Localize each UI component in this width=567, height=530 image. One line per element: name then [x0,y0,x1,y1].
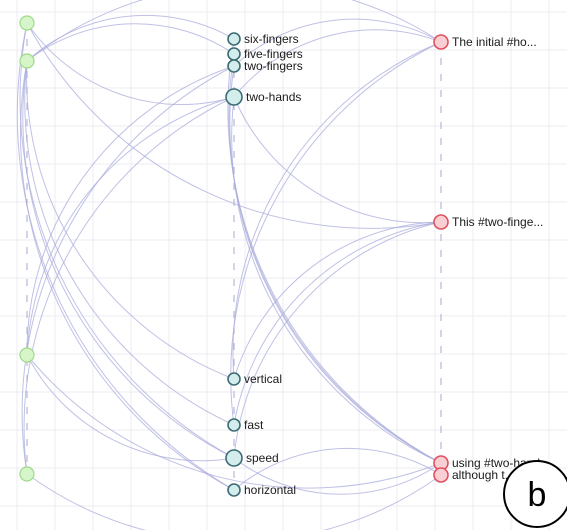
edge-L2-M7 [22,60,235,459]
edge-M2-R3 [228,53,442,464]
panel-badge: b [503,460,567,528]
edge-L2-M6 [24,60,235,426]
node-label-M8: horizontal [244,483,296,497]
panel-badge-circle [503,460,567,528]
node-R4[interactable] [433,467,449,483]
edge-L3-M7 [26,354,235,462]
edge-M4-R3 [231,96,442,464]
node-label-M4: two-hands [246,90,301,104]
edge-M3-R3 [229,65,442,464]
node-L2[interactable] [19,53,35,69]
edge-L3-M3 [26,65,235,356]
edge-L3-M4 [26,96,235,356]
node-label-R1: The initial #ho... [452,35,537,49]
node-label-M3: two-fingers [244,59,303,73]
edge-L1-M7 [19,22,235,459]
node-M5[interactable] [227,372,241,386]
panel-badge-label: b [528,476,547,514]
edge-L4-M3 [21,65,235,475]
node-L4[interactable] [19,466,35,482]
edge-L1-M8 [16,22,235,491]
node-label-R4: although t... [452,468,515,482]
column-axes [26,23,442,490]
edge-M7-R2 [233,221,442,459]
node-label-M1: six-fingers [244,32,299,46]
edge-L4-M4 [23,96,235,475]
node-label-M2: five-fingers [244,47,303,61]
edge-L2-M2 [26,23,235,62]
node-label-M6: fast [244,418,264,432]
node-M1[interactable] [227,32,241,46]
node-M2[interactable] [227,47,241,61]
edge-M8-R4 [233,447,442,491]
edge-M3-R1 [233,18,442,67]
node-label-R2: This #two-finge... [452,215,543,229]
node-L3[interactable] [19,347,35,363]
node-M7[interactable] [225,449,243,467]
edge-L2-M5 [26,60,235,380]
edge-M4-R1 [233,29,442,98]
edge-M4-R2 [233,96,442,224]
node-label-M5: vertical [244,372,282,386]
node-L1[interactable] [19,15,35,31]
edge-L2-R1 [26,0,442,62]
edge-L3-R3 [26,354,442,489]
node-M8[interactable] [227,483,241,497]
node-M6[interactable] [227,418,241,432]
edge-L4-R4 [26,473,442,530]
edge-L2-M8 [20,60,235,491]
edge-M5-R2 [233,221,442,380]
edge-L1-R2 [26,22,442,229]
edge-M6-R1 [230,41,442,426]
node-layer [19,15,449,497]
node-M3[interactable] [227,59,241,73]
node-R1[interactable] [433,34,449,50]
node-R2[interactable] [433,214,449,230]
edge-M1-R3 [227,38,442,464]
node-label-M7: speed [246,451,279,465]
edge-layer [16,0,442,530]
edge-M7-R3 [233,457,442,495]
edge-M6-R2 [233,221,442,426]
node-M4[interactable] [225,88,243,106]
